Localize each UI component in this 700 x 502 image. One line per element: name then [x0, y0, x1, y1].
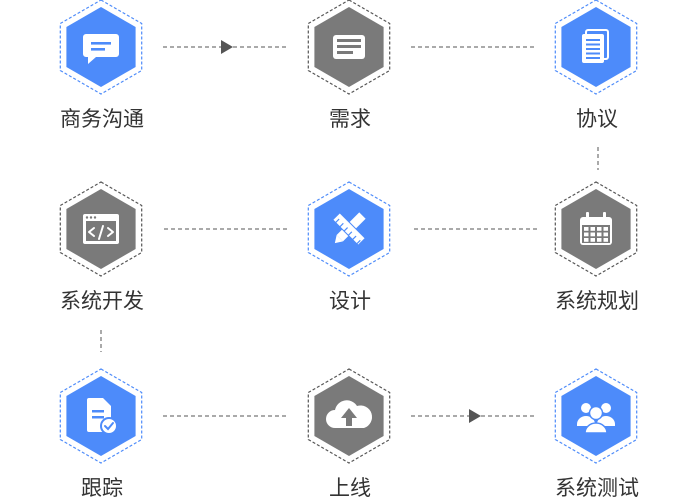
step-node-design: [307, 181, 391, 277]
hexagon-border: [59, 0, 143, 95]
step-node-system-planning: [554, 181, 638, 277]
arrowhead-1-2: [221, 40, 233, 54]
report-check-icon: [87, 398, 118, 435]
hexagon-border: [307, 368, 391, 464]
document-icon: [582, 29, 609, 63]
step-label-requirements: 需求: [329, 107, 371, 131]
hexagon-border: [554, 0, 638, 95]
step-node-tracking: [59, 368, 143, 464]
hexagon-border: [554, 368, 638, 464]
step-label-business-communication: 商务沟通: [60, 107, 144, 131]
hexagon-border: [59, 368, 143, 464]
arrowhead-8-9: [469, 409, 481, 423]
step-label-system-planning: 系统规划: [555, 289, 639, 313]
hexagon-border: [307, 181, 391, 277]
calendar-icon: [580, 212, 612, 245]
step-label-system-development: 系统开发: [60, 289, 144, 313]
cloud-upload-icon: [326, 400, 373, 428]
design-tools-icon: [332, 212, 366, 246]
step-label-system-testing: 系统测试: [555, 476, 639, 500]
step-node-requirements: [307, 0, 391, 95]
step-node-system-development: [59, 181, 143, 277]
hexagon-border: [59, 181, 143, 277]
message-icon: [83, 34, 119, 64]
step-label-design: 设计: [329, 289, 371, 313]
step-label-tracking: 跟踪: [81, 476, 123, 500]
id-card-icon: [333, 35, 365, 59]
team-icon: [577, 403, 615, 434]
step-label-agreement: 协议: [576, 107, 618, 131]
step-node-agreement: [554, 0, 638, 95]
step-node-system-testing: [554, 368, 638, 464]
step-label-launch: 上线: [329, 476, 371, 500]
step-node-launch: [307, 368, 391, 464]
step-node-business-communication: [59, 0, 143, 95]
code-window-icon: [83, 214, 119, 244]
hexagon-border: [554, 181, 638, 277]
hexagon-border: [307, 0, 391, 95]
